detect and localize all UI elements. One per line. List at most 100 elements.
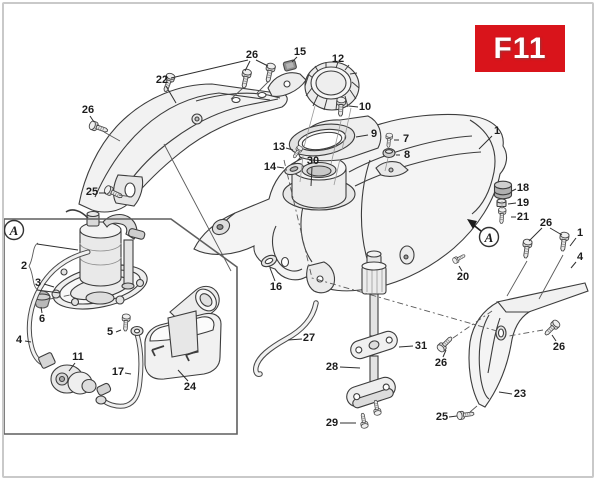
- callout-29: 29: [326, 417, 338, 429]
- callout-19: 19: [517, 197, 529, 209]
- part-bolt: [456, 409, 475, 421]
- callout-25: 25: [86, 186, 98, 198]
- leader-line: [507, 202, 517, 205]
- view-marker-circle: [478, 226, 500, 248]
- part-bolt: [120, 313, 131, 332]
- part-level-sensor: [50, 364, 112, 396]
- callout-22: 22: [156, 74, 168, 86]
- page-code-badge: F11: [475, 25, 565, 72]
- callout-18: 18: [517, 182, 529, 194]
- callout-11: 11: [72, 351, 84, 363]
- leader-line: [68, 362, 76, 372]
- part-clip: [282, 59, 297, 72]
- callout-13: 13: [273, 141, 285, 153]
- callout-17: 17: [112, 366, 124, 378]
- leader-line: [448, 415, 458, 418]
- part-outlet-hose: [95, 325, 144, 409]
- leader-line: [291, 56, 298, 63]
- leader-line: [498, 391, 513, 395]
- leader-line: [569, 237, 577, 247]
- part-bolt: [557, 231, 570, 252]
- callout-21: 21: [517, 211, 529, 223]
- part-washer: [260, 254, 278, 268]
- leader-line: [549, 227, 563, 236]
- leader-line: [244, 60, 251, 72]
- callout-24: 24: [184, 381, 197, 393]
- part-breather-hose: [253, 300, 319, 377]
- view-marker-label: A: [9, 223, 19, 238]
- callout-27: 27: [303, 332, 315, 344]
- leader-line: [177, 369, 189, 382]
- leader-line: [43, 283, 55, 288]
- leader-line: [24, 340, 32, 343]
- leader-line: [442, 349, 447, 358]
- callout-16: 16: [270, 281, 282, 293]
- leader-line: [269, 267, 276, 282]
- part-pad: [284, 162, 304, 176]
- leader-line: [398, 345, 414, 348]
- leader-line: [170, 59, 249, 79]
- part-shroud-left: [78, 83, 288, 213]
- callout-20: 20: [457, 271, 469, 283]
- part-bolt: [435, 334, 455, 354]
- callout-5: 5: [107, 326, 113, 338]
- leader-line: [165, 85, 177, 104]
- callout-7: 7: [403, 133, 409, 145]
- assembly-guides: [28, 81, 564, 413]
- leader-line: [310, 166, 313, 187]
- leader-line: [339, 366, 361, 369]
- callout-30: 30: [307, 155, 319, 167]
- leader-line: [276, 166, 285, 169]
- callout-26: 26: [435, 357, 447, 369]
- callout-26: 26: [540, 217, 552, 229]
- callout-4: 4: [16, 334, 23, 346]
- part-grommet-small: [382, 147, 396, 159]
- part-rubber-damper: [493, 180, 513, 200]
- callout-1: 1: [577, 227, 583, 239]
- part-fuel-pump: [65, 209, 146, 305]
- callout-23: 23: [514, 388, 526, 400]
- callout-2: 2: [21, 260, 27, 272]
- part-pump-bracket: [144, 285, 222, 380]
- callout-6: 6: [39, 313, 45, 325]
- callout-1: 1: [494, 125, 500, 137]
- part-nut: [496, 198, 507, 208]
- view-marker-circle: [3, 219, 25, 241]
- callout-26: 26: [553, 341, 565, 353]
- callout-3: 3: [35, 277, 41, 289]
- view-marker-label: A: [484, 230, 494, 245]
- part-fuel-tap: [346, 250, 398, 409]
- leader-line: [115, 329, 122, 333]
- callout-25: 25: [436, 411, 448, 423]
- leader-line: [40, 306, 43, 314]
- part-side-panel-right: [468, 282, 589, 408]
- part-fuel-hose: [26, 249, 91, 369]
- leader-line: [551, 334, 557, 342]
- leader-line: [458, 265, 463, 272]
- leader-line: [287, 338, 303, 341]
- leader-line: [355, 134, 369, 138]
- leader-line: [478, 135, 493, 150]
- callout-12: 12: [332, 53, 344, 65]
- part-pin: [451, 252, 467, 265]
- callout-15: 15: [294, 46, 306, 58]
- callout-14: 14: [264, 161, 277, 173]
- callout-31: 31: [415, 340, 427, 352]
- leader-line: [36, 243, 79, 251]
- leader-line: [570, 261, 577, 269]
- callout-10: 10: [359, 101, 371, 113]
- callout-8: 8: [404, 149, 410, 161]
- callout-26: 26: [246, 49, 258, 61]
- leader-line: [528, 227, 543, 242]
- part-bolt: [520, 238, 533, 259]
- leader-line: [89, 115, 95, 123]
- view-marker-arrowhead: [467, 219, 477, 229]
- leader-line: [348, 105, 359, 108]
- leader-line: [285, 147, 294, 151]
- leader-line: [124, 372, 132, 375]
- leader-line: [36, 289, 61, 294]
- callout-4: 4: [577, 251, 584, 263]
- part-bolt: [497, 206, 507, 224]
